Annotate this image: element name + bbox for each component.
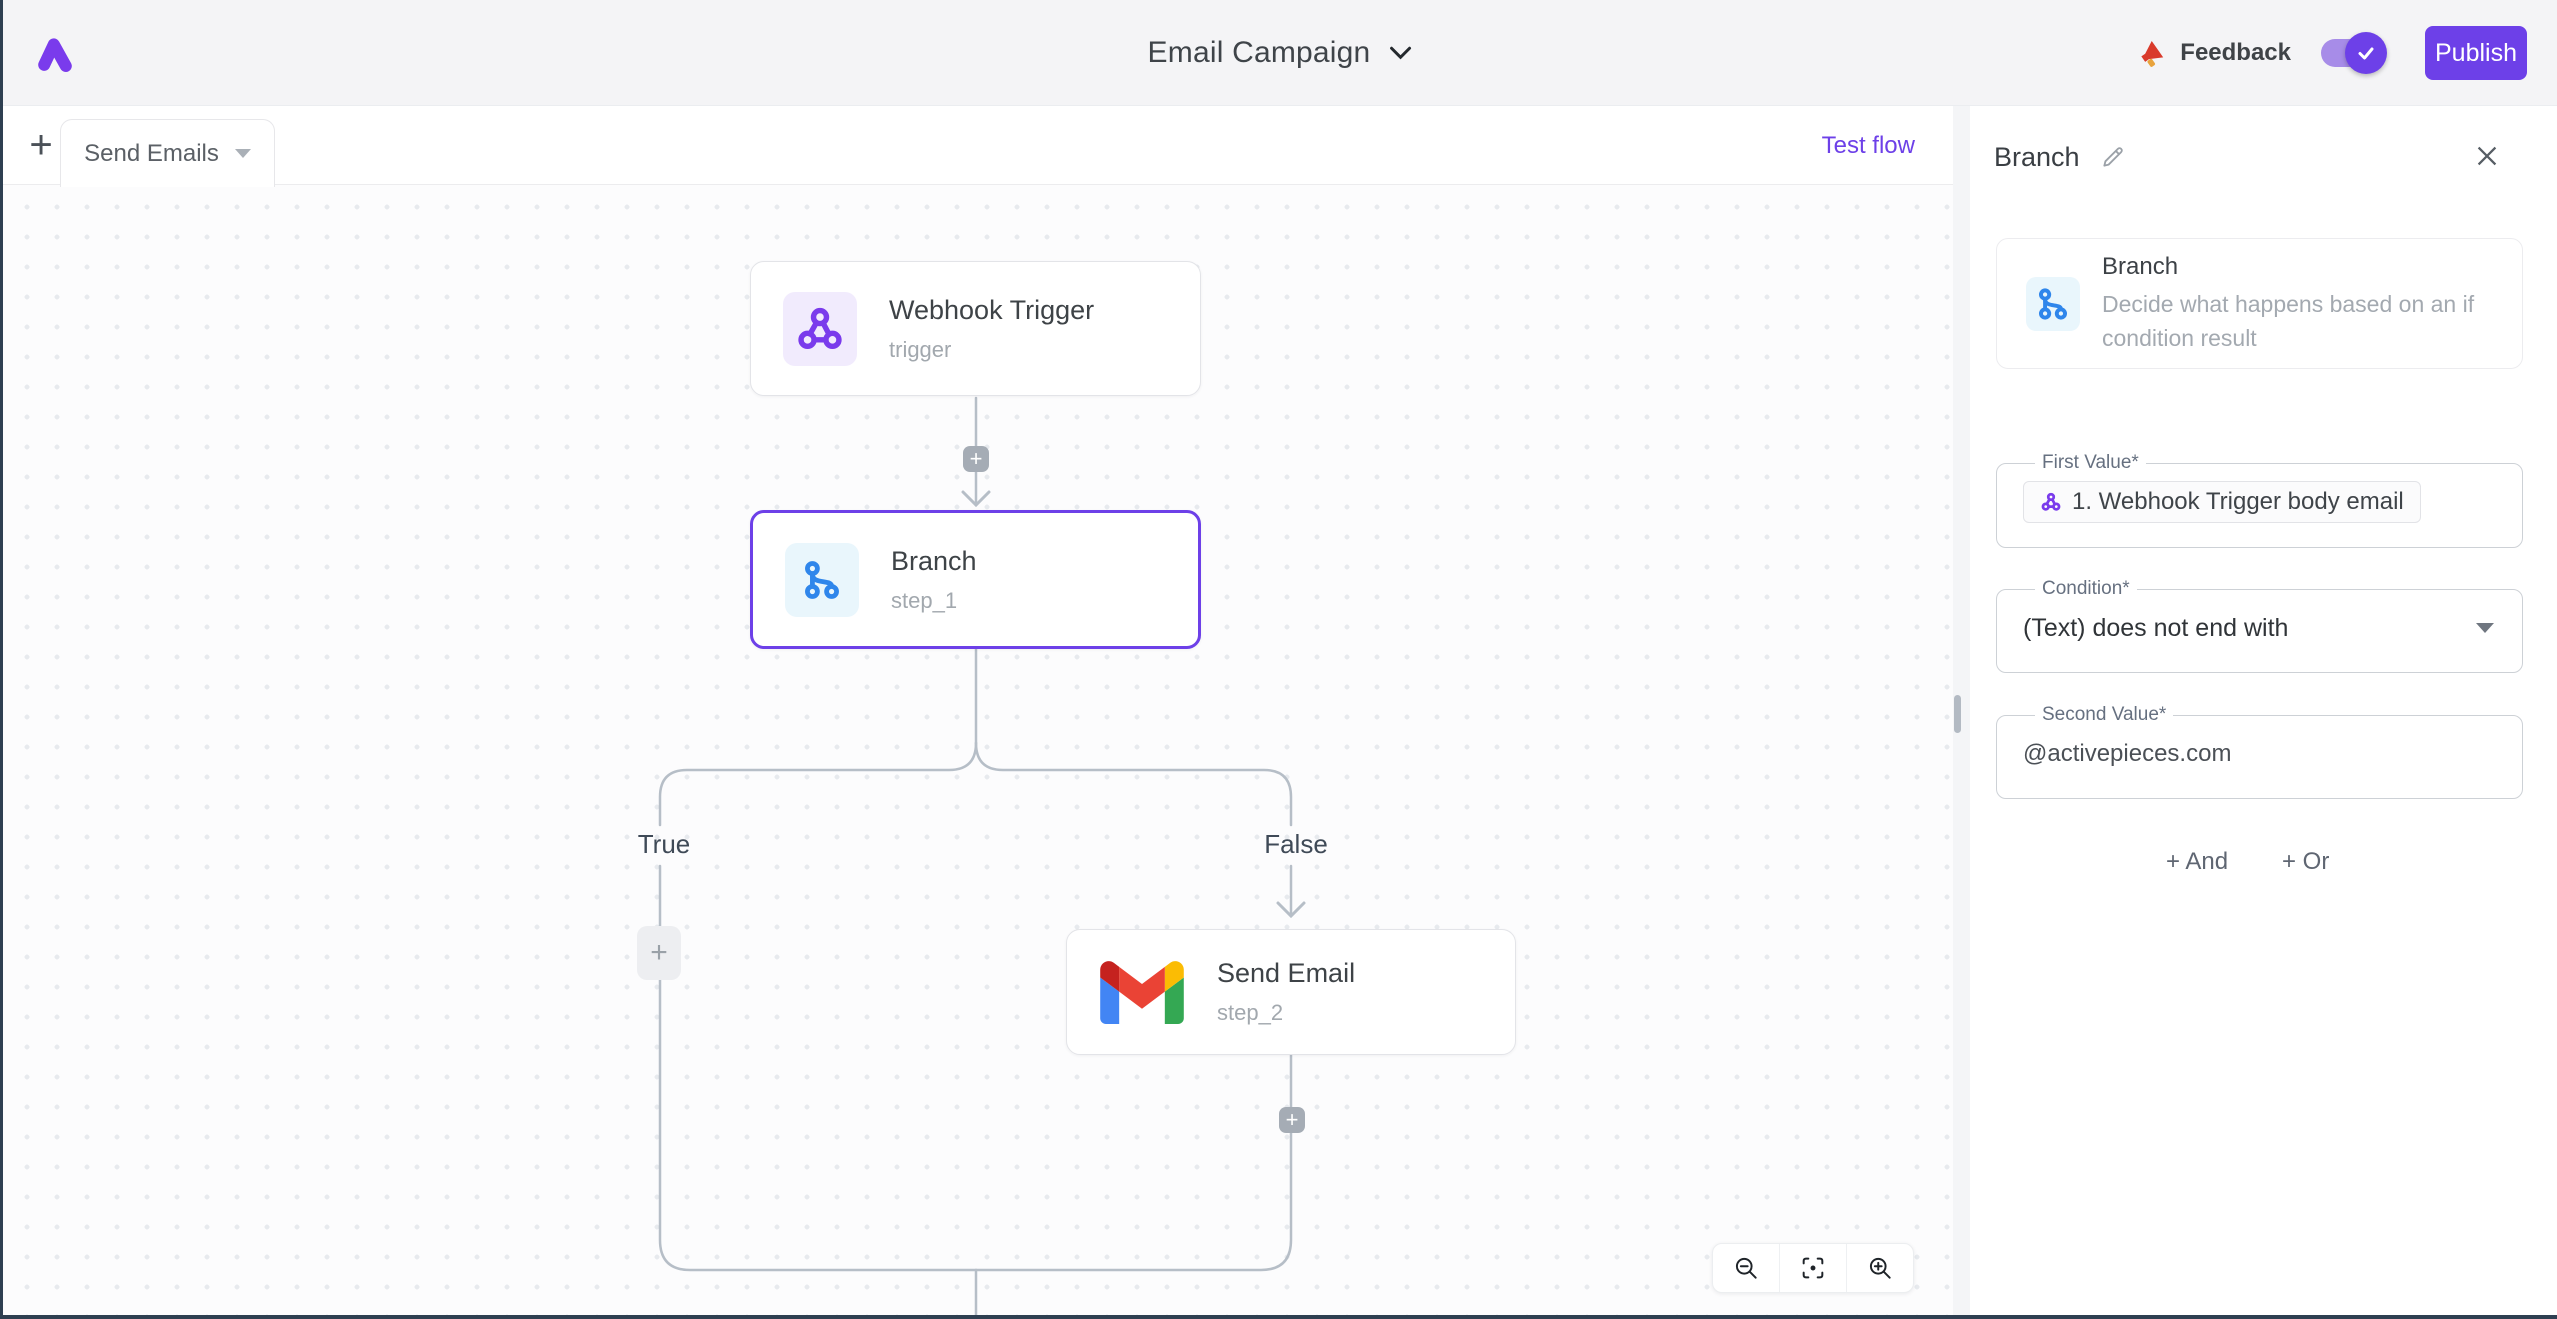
condition-label: Condition* (2042, 578, 2130, 599)
panel-resize-handle[interactable] (1954, 695, 1961, 733)
close-icon (2477, 146, 2497, 166)
node-text: Send Email step_2 (1217, 958, 1355, 1026)
node-send-email[interactable]: Send Email step_2 (1066, 929, 1516, 1055)
first-value-field[interactable]: First Value* 1. Webhook Trigger body ema… (1996, 452, 2523, 548)
second-value-field[interactable]: Second Value* (1996, 704, 2523, 799)
flow-title: Email Campaign (1147, 36, 1371, 69)
node-subtitle: trigger (889, 336, 952, 362)
branch-label-false: False (1264, 829, 1328, 859)
add-step-button[interactable]: + (963, 446, 989, 472)
canvas-zoom-toolbar (1712, 1243, 1914, 1293)
feedback-button[interactable]: Feedback (2136, 37, 2291, 69)
piece-description: Decide what happens based on an if condi… (2102, 290, 2475, 351)
fit-view-icon (1802, 1257, 1824, 1279)
branch-icon (785, 542, 859, 617)
node-text: Webhook Trigger trigger (889, 295, 1094, 363)
piece-info-card: Branch Decide what happens based on an i… (1996, 238, 2523, 369)
flow-tab-label: Send Emails (84, 139, 219, 167)
node-text: Branch step_1 (891, 546, 977, 614)
second-value-label: Second Value* (2042, 704, 2167, 725)
node-subtitle: step_1 (891, 587, 958, 613)
rename-step-button[interactable] (2096, 140, 2130, 174)
add-step-button[interactable]: + (1279, 1107, 1305, 1133)
feedback-label: Feedback (2180, 39, 2291, 66)
chevron-down-icon (1389, 46, 1411, 59)
token-text: 1. Webhook Trigger body email (2072, 488, 2404, 515)
activepieces-logo-icon[interactable] (31, 30, 79, 78)
webhook-icon (783, 291, 857, 366)
close-panel-button[interactable] (2469, 138, 2505, 174)
node-title: Send Email (1217, 958, 1356, 988)
tab-caret-icon[interactable] (234, 149, 251, 158)
piece-info-text: Branch Decide what happens based on an i… (2102, 253, 2512, 355)
publish-button[interactable]: Publish (2425, 26, 2527, 80)
node-subtitle: step_2 (1217, 1000, 1284, 1025)
add-and-condition-button[interactable]: + And (2166, 848, 2229, 875)
piece-name: Branch (2102, 252, 2179, 280)
condition-value: (Text) does not end with (2023, 613, 2289, 642)
panel-header: Branch (1994, 140, 2130, 174)
add-or-condition-button[interactable]: + Or (2282, 848, 2330, 875)
first-value-label: First Value* (2042, 452, 2139, 473)
flow-title-menu[interactable]: Email Campaign (1148, 0, 1413, 106)
flow-tabbar: + Send Emails Test flow (3, 106, 1953, 187)
panel-divider (1953, 106, 1970, 1315)
pencil-icon (2102, 147, 2123, 167)
check-icon (2358, 47, 2374, 60)
condition-select[interactable]: (Text) does not end with (2023, 600, 2496, 656)
header-actions: Feedback Publish (2136, 0, 2527, 106)
megaphone-icon (2141, 40, 2164, 67)
node-title: Webhook Trigger (889, 294, 1095, 325)
app-header: Email Campaign Feedback (3, 0, 2557, 106)
node-title: Branch (891, 545, 977, 576)
test-flow-link[interactable]: Test flow (1822, 106, 1915, 185)
branch-icon (2026, 276, 2080, 331)
add-flow-button[interactable]: + (17, 118, 65, 172)
add-step-true-branch-button[interactable]: + (637, 926, 681, 980)
step-settings-panel: Branch (1970, 106, 2557, 1315)
flow-tab-send-emails[interactable]: Send Emails (60, 119, 275, 187)
zoom-out-icon (1735, 1257, 1757, 1279)
flow-canvas[interactable]: Webhook Trigger trigger + Branch step_1 (3, 185, 1953, 1315)
condition-field[interactable]: Condition* (Text) does not end with (1996, 578, 2523, 673)
chevron-down-icon (2476, 623, 2494, 633)
second-value-content (2023, 726, 2496, 782)
node-branch[interactable]: Branch step_1 (750, 510, 1201, 649)
first-value-content: 1. Webhook Trigger body email (2023, 474, 2496, 530)
second-value-input[interactable] (2023, 740, 2496, 768)
node-webhook-trigger[interactable]: Webhook Trigger trigger (750, 261, 1201, 396)
zoom-out-button[interactable] (1713, 1244, 1779, 1292)
gmail-icon (1099, 955, 1185, 1029)
branch-label-true: True (637, 829, 691, 859)
toggle-thumb (2345, 32, 2387, 74)
zoom-in-button[interactable] (1846, 1244, 1913, 1292)
first-value-token[interactable]: 1. Webhook Trigger body email (2023, 481, 2421, 523)
zoom-in-icon (1869, 1257, 1891, 1279)
panel-title: Branch (1994, 141, 2080, 172)
webhook-icon (2041, 492, 2061, 511)
fit-view-button[interactable] (1779, 1244, 1846, 1292)
flow-enabled-toggle[interactable] (2321, 32, 2387, 74)
